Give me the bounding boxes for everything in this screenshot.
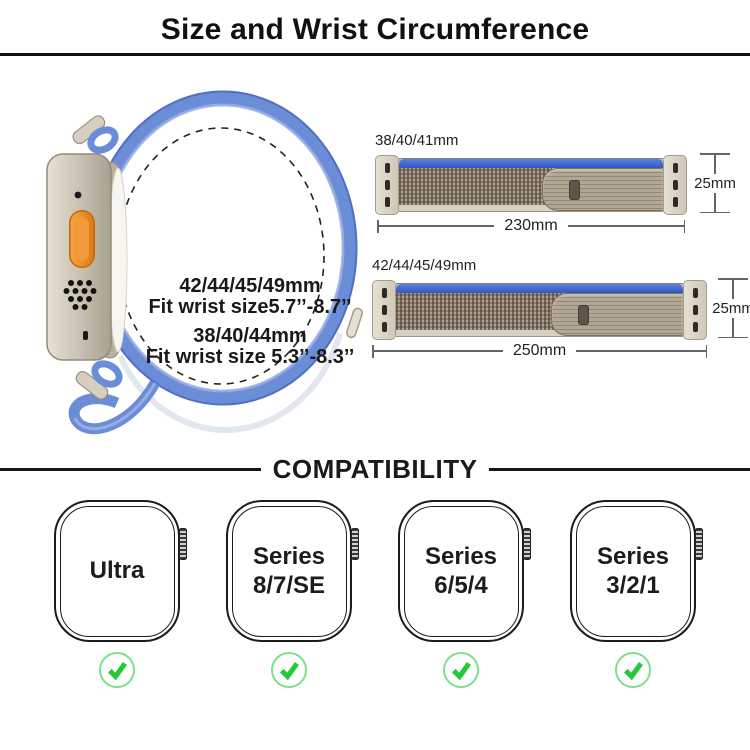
band-image [372, 278, 707, 342]
woven-texture [399, 168, 553, 205]
heading-rule-right [489, 468, 750, 471]
page-title: Size and Wrist Circumference [160, 13, 590, 46]
band-adapter-right [663, 155, 687, 215]
pull-tab-strap [541, 168, 663, 211]
band-size-label: 38/40/41mm [375, 132, 459, 149]
watch-outline: Series 8/7/SE [226, 500, 359, 642]
band-diagram-small: 38/40/41mm 25mm 230mm [375, 132, 747, 234]
model-label: Series 3/2/1 [596, 542, 670, 599]
check-icon [615, 652, 651, 688]
crown-icon [523, 528, 531, 560]
model-label: Series 8/7/SE [252, 542, 326, 599]
loop-hook [346, 307, 364, 339]
heading-rule-left [0, 468, 261, 471]
pull-tab-strap [550, 293, 683, 336]
watch-model-series-6-5-4: Series 6/5/4 [396, 500, 531, 688]
band-blue-edge [399, 159, 663, 168]
compatibility-title: COMPATIBILITY [272, 454, 478, 484]
strap-slot [568, 179, 580, 200]
width-dimension-marker: 25mm [711, 278, 750, 338]
title-divider [0, 53, 750, 56]
band-diagram-large: 42/44/45/49mm 25mm 250mm [372, 257, 750, 359]
band-strap-body [399, 158, 663, 212]
watch-model-series-3-2-1: Series 3/2/1 [568, 500, 703, 688]
watch-bezel [231, 505, 347, 637]
width-dimension-marker: 25mm [693, 153, 737, 213]
watch-loop-illustration: 42/44/45/49mm Fit wrist size5.7’’-8.7’’ … [25, 78, 375, 450]
watch-model-ultra: Ultra [52, 500, 187, 688]
action-button [69, 210, 95, 268]
size-small: 38/40/44mm [193, 325, 307, 347]
side-button-dot [74, 191, 82, 199]
length-dimension-marker: 230mm [377, 217, 686, 234]
band-image [375, 153, 687, 217]
watch-ultra-case [46, 115, 128, 400]
band-strap-body [396, 283, 683, 337]
band-adapter-right [683, 280, 707, 340]
band-width-label: 25mm [712, 299, 750, 317]
woven-texture [396, 293, 563, 330]
band-width-label: 25mm [694, 174, 736, 192]
model-label: Ultra [89, 557, 145, 585]
watch-bezel [575, 505, 691, 637]
fit-large: Fit wrist size5.7’’-8.7’’ [148, 296, 352, 318]
band-blue-edge [396, 284, 683, 293]
size-large: 42/44/45/49mm [179, 275, 321, 297]
dashed-circumference-circle [117, 127, 325, 385]
watch-model-series-8-7-se: Series 8/7/SE [224, 500, 359, 688]
band-adapter-left [372, 280, 396, 340]
compatibility-heading: COMPATIBILITY [0, 454, 750, 485]
band-adapter-left [375, 155, 399, 215]
check-icon [99, 652, 135, 688]
watch-outline: Series 3/2/1 [570, 500, 703, 642]
band-length-label: 250mm [512, 342, 567, 359]
band-length-label: 230mm [504, 217, 558, 234]
speaker-holes [63, 280, 97, 310]
band-bottom-edge [399, 205, 553, 211]
watch-outline: Series 6/5/4 [398, 500, 531, 642]
crown-icon [351, 528, 359, 560]
watch-bezel [59, 505, 175, 637]
watch-ultra-side-illustration [46, 90, 364, 435]
check-icon [443, 652, 479, 688]
band-size-label: 42/44/45/49mm [372, 257, 477, 274]
compatibility-watch-row: Ultra Series 8/7/SE [0, 500, 750, 688]
check-icon [271, 652, 307, 688]
crown-icon [179, 528, 187, 560]
mic-slot [83, 331, 88, 340]
watch-outline: Ultra [54, 500, 187, 642]
model-label: Series 6/5/4 [424, 542, 498, 599]
watch-bezel [403, 505, 519, 637]
fit-small: Fit wrist size 5.3’’-8.3’’ [145, 346, 355, 368]
wrist-size-text: 42/44/45/49mm Fit wrist size5.7’’-8.7’’ … [85, 276, 415, 368]
trail-loop-band-ring [68, 90, 358, 435]
band-bottom-edge [396, 330, 563, 336]
crown-icon [695, 528, 703, 560]
length-dimension-marker: 250mm [372, 342, 708, 359]
strap-slot [577, 304, 589, 325]
